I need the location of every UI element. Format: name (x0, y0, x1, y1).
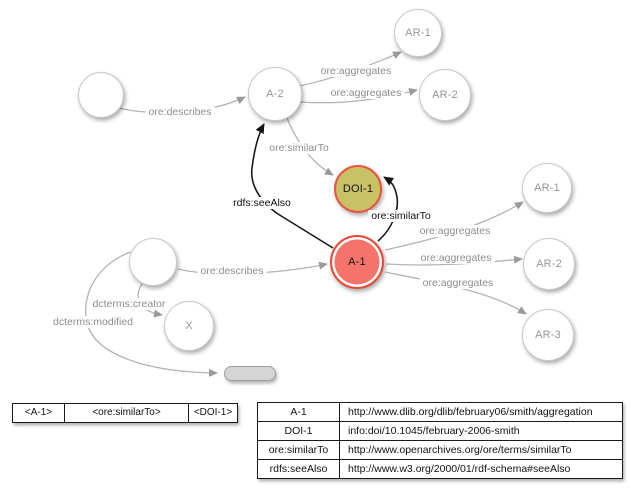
node-blank-resource-bottom (129, 238, 177, 286)
edge-label-ore-aggregates-right-1: ore:aggregates (416, 225, 494, 237)
triple-object-cell: <DOI-1> (193, 407, 233, 418)
node-label: AR-2 (536, 258, 562, 270)
table-row: rdfs:seeAlso http://www.w3.org/2000/01/r… (258, 460, 622, 478)
edge-ore-aggregates-right-2 (385, 255, 523, 266)
node-label: AR-1 (534, 182, 560, 194)
literal-pill (224, 366, 276, 381)
table-row: A-1 http://www.dlib.org/dlib/february06/… (258, 403, 622, 422)
node-label: X (185, 320, 193, 332)
edge-label-ore-aggregates-right-2: ore:aggregates (417, 252, 495, 264)
edge-label-dcterms-modified: dcterms:modified (50, 316, 136, 328)
uri-term-cell: rdfs:seeAlso (258, 460, 340, 478)
node-label: DOI-1 (342, 183, 374, 195)
edge-label-rdfs-seealso: rdfs:seeAlso (230, 197, 294, 209)
edge-label-ore-aggregates-right-3: ore:aggregates (419, 277, 497, 289)
edge-label-ore-describes-bottom: ore:describes (197, 265, 267, 277)
node-label: A-2 (266, 88, 284, 100)
triple-subject-cell: <A-1> (13, 404, 65, 422)
edge-label-dcterms-creator: dcterms:creator (89, 298, 169, 310)
node-label: AR-2 (432, 89, 458, 101)
edge-label-ore-similarto-black: ore:similarTo (368, 210, 434, 222)
uri-value-cell: http://www.openarchives.org/ore/terms/si… (348, 444, 572, 456)
node-blank-resource-top (78, 72, 124, 118)
node-a2: A-2 (248, 67, 302, 121)
node-doi-1: DOI-1 (334, 165, 382, 213)
node-x: X (164, 301, 214, 351)
node-ar1-right: AR-1 (522, 163, 572, 213)
triple-statement-table: <A-1> <ore:similarTo> <DOI-1> (12, 403, 238, 423)
uri-term-cell: DOI-1 (258, 422, 340, 440)
uri-value-cell: http://www.w3.org/2000/01/rdf-schema#see… (348, 463, 571, 475)
edge-ore-aggregates-top-2 (300, 88, 418, 104)
table-row: DOI-1 info:doi/10.1045/february-2006-smi… (258, 422, 622, 441)
edge-label-ore-describes-top: ore:describes (145, 106, 215, 118)
edge-label-ore-aggregates-top-2: ore:aggregates (327, 87, 405, 99)
edge-ore-similarto-a1-doi1 (377, 176, 399, 242)
edge-label-ore-similarto-gray: ore:similarTo (266, 142, 332, 154)
node-label: A-1 (348, 256, 366, 268)
uri-value-cell: info:doi/10.1045/february-2006-smith (348, 425, 520, 437)
node-ar3-right: AR-3 (522, 309, 574, 361)
uri-term-cell: ore:similarTo (258, 441, 340, 459)
node-a1: A-1 (330, 235, 384, 289)
node-ar1-top: AR-1 (394, 9, 442, 57)
uri-term-cell: A-1 (258, 403, 340, 421)
edge-label-ore-aggregates-top-1: ore:aggregates (317, 65, 395, 77)
node-ar2-top: AR-2 (419, 69, 471, 121)
node-label: AR-1 (405, 27, 431, 39)
triple-predicate-cell: <ore:similarTo> (65, 404, 189, 422)
node-ar2-right: AR-2 (523, 238, 575, 290)
uri-value-cell: http://www.dlib.org/dlib/february06/smit… (348, 406, 593, 418)
uri-lookup-table: A-1 http://www.dlib.org/dlib/february06/… (257, 402, 623, 479)
table-row: ore:similarTo http://www.openarchives.or… (258, 441, 622, 460)
node-label: AR-3 (535, 329, 561, 341)
